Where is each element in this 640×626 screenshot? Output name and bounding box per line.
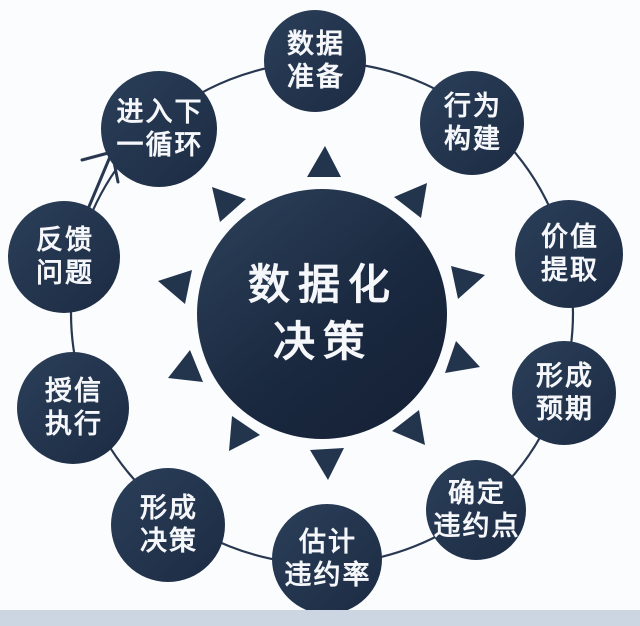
center-label: 数据化 决策	[247, 261, 398, 365]
node-enter-next-cycle: 进入下 一循环	[101, 71, 217, 187]
node-form-decision: 形成 决策	[111, 468, 225, 582]
ray-triangle	[310, 448, 344, 480]
node-label: 形成 预期	[536, 361, 594, 424]
node-label: 行为 构建	[444, 91, 502, 154]
node-label: 估计 违约率	[284, 527, 372, 590]
ray-triangle	[445, 341, 480, 373]
bottom-bar	[0, 610, 640, 626]
node-label: 价值 提取	[541, 222, 599, 285]
node-form-expectation: 形成 预期	[512, 341, 616, 445]
ray-triangle	[307, 146, 341, 177]
ray-triangle	[229, 416, 260, 451]
ray-triangle	[392, 410, 425, 445]
node-label: 确定 违约点	[433, 478, 521, 541]
ray-triangle	[168, 350, 203, 382]
ray-triangle	[212, 187, 246, 222]
ray-triangle	[394, 183, 427, 218]
node-label: 授信 执行	[45, 376, 103, 439]
node-value-extraction: 价值 提取	[515, 200, 623, 308]
node-feedback-issues: 反馈 问题	[8, 201, 120, 313]
node-credit-execution: 授信 执行	[17, 352, 129, 464]
node-label: 数据 准备	[287, 29, 345, 92]
ray-triangle	[158, 270, 192, 304]
node-label: 形成 决策	[140, 493, 198, 556]
node-estimate-default-rate: 估计 违约率	[272, 504, 382, 614]
center-circle: 数据化 决策	[197, 189, 447, 439]
node-data-preparation: 数据 准备	[264, 10, 366, 112]
node-label: 进入下 一循环	[116, 97, 204, 160]
ray-triangle	[451, 266, 485, 299]
node-label: 反馈 问题	[36, 225, 94, 288]
node-behavior-construction: 行为 构建	[420, 71, 524, 175]
node-determine-default-point: 确定 违约点	[426, 460, 526, 560]
